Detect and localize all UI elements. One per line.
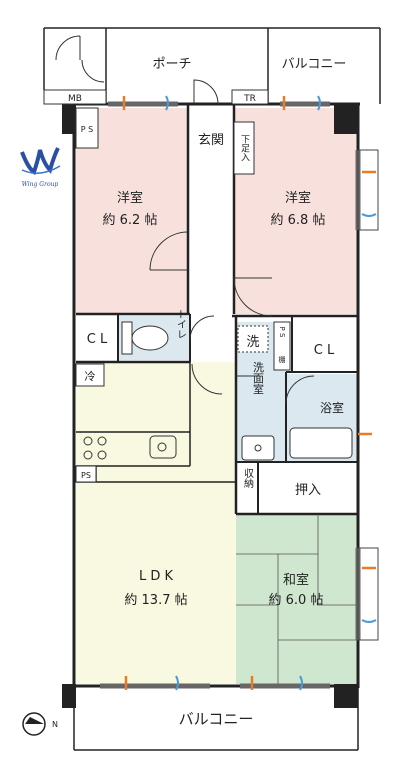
- shelf-label: 棚: [279, 355, 286, 364]
- ps-kitchen-label: PS: [81, 471, 91, 480]
- tatami-lines: [236, 514, 358, 684]
- shoe-box-label: 下足入: [239, 135, 250, 162]
- toilet-fixture: [121, 321, 169, 355]
- ps-boxes: [43, 89, 291, 483]
- wing-group-logo: Wing Group: [20, 147, 61, 188]
- fridge-label: 冷: [85, 370, 96, 383]
- japanese-room-size: 約 6.0 帖: [269, 593, 324, 608]
- japanese-room-fill: [236, 514, 358, 684]
- japanese-room-name: 和室: [283, 572, 309, 588]
- closet-left-label: C L: [87, 332, 108, 347]
- compass-label: N: [52, 720, 58, 729]
- western-room-1-name: 洋室: [117, 190, 143, 206]
- doors: [55, 35, 315, 405]
- washing-machine-label: 洗: [246, 335, 259, 350]
- ps-mid-label: P S: [278, 327, 286, 338]
- toilet-label: トイレ: [175, 309, 187, 339]
- entrance-label: 玄関: [198, 133, 224, 148]
- ldk-size: 約 13.7 帖: [124, 593, 187, 608]
- closet-right-label: C L: [314, 343, 335, 358]
- oshiire-label: 押入: [295, 483, 321, 498]
- ldk-name: L D K: [139, 569, 174, 584]
- washroom-label: 洗面室: [252, 361, 265, 394]
- logo-text: Wing Group: [22, 181, 59, 188]
- ps-top-label: P S: [81, 125, 93, 134]
- bath-fixtures: [241, 427, 353, 461]
- windows: [100, 95, 379, 691]
- western-room-2-fill: [234, 108, 358, 314]
- porch-label: ポーチ: [152, 57, 191, 72]
- kitchen-fixtures: [83, 435, 177, 460]
- balcony-bottom-label: バルコニー: [179, 710, 254, 728]
- western-room-2-name: 洋室: [285, 190, 311, 206]
- western-room-2-size: 約 6.8 帖: [271, 213, 326, 228]
- pillars: [62, 104, 358, 708]
- tr-label: TR: [243, 94, 256, 104]
- western-room-1-size: 約 6.2 帖: [103, 213, 158, 228]
- balcony-top-label: バルコニー: [282, 57, 347, 72]
- storage-label: 収納: [242, 468, 254, 489]
- bathroom-label: 浴室: [320, 400, 344, 415]
- mb-label: MB: [68, 94, 82, 104]
- north-arrow-icon: N: [22, 712, 58, 736]
